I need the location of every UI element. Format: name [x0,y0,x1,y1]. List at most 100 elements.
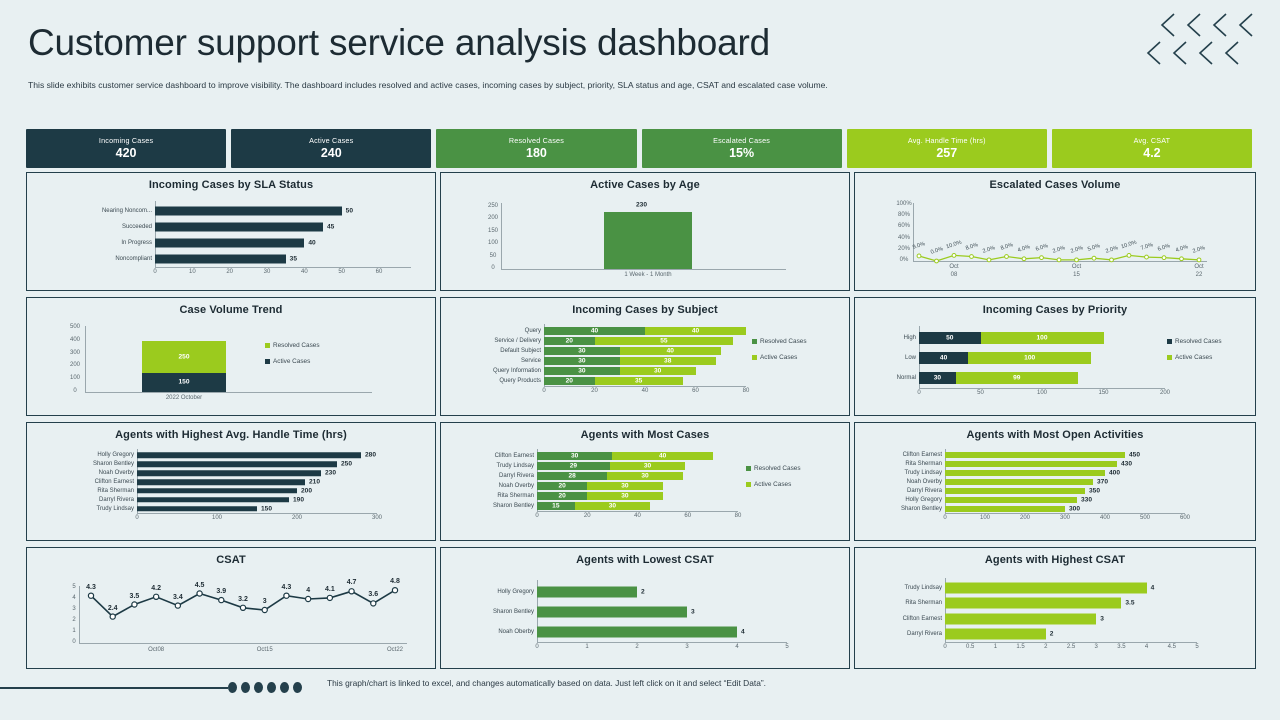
slide-dot[interactable] [267,682,276,693]
legend-label: Active Cases [760,354,798,361]
bar-value-label: 2 [641,588,645,596]
y-tick-label: 400 [69,336,81,343]
y-tick-label: 200 [487,215,499,222]
bar-value-label: 40 [658,452,667,460]
legend-item: Resolved Cases [265,342,320,349]
legend-label: Active Cases [1175,354,1213,361]
point-value-label: 4.2 [151,584,162,592]
y-tick-label: 2 [72,617,76,623]
kpi-value: 4.2 [1143,145,1161,160]
y-tick-label: 0% [899,257,909,263]
panel-agents-highest-avg-handle-time[interactable]: Agents with Highest Avg. Handle Time (hr… [26,422,436,541]
x-tick-label: 0 [153,269,157,275]
x-tick-label: 0 [535,513,539,519]
bar-value-label: 30 [653,367,662,375]
slide-dot[interactable] [254,682,263,693]
x-tick-label: 60 [375,269,383,275]
bar [537,626,737,638]
category-label: Noncompliant [115,256,152,262]
bar [155,222,323,232]
slide-dot[interactable] [280,682,289,693]
point-value-label: 3.9 [216,588,227,596]
bar-value-label: 20 [558,492,566,500]
panel-title: CSAT [216,554,246,566]
x-tick-label: 60 [692,388,699,394]
bar-value-label: 50 [946,334,954,342]
bar-segment [609,462,686,470]
x-tick-label: 1.5 [1016,644,1025,650]
kpi-label: Escalated Cases [713,135,771,145]
bar-value-label: 99 [1013,374,1021,382]
footer-rule [0,687,228,689]
panel-title: Case Volume Trend [179,304,283,316]
legend-swatch [1167,355,1172,360]
kpi-value: 257 [936,145,958,160]
kpi-label: Active Cases [309,135,354,145]
x-tick-label: Oct08 [148,647,165,653]
bar [945,461,1117,468]
bar-value-label: 300 [1069,505,1081,513]
axis-line [137,513,377,514]
axis-line [155,201,156,267]
x-tick-label: 600 [1179,515,1191,521]
bar-value-label: 4 [741,628,745,636]
slide-dot[interactable] [228,682,237,693]
axis-line [945,578,946,642]
category-label: Holly Gregory [97,452,134,459]
bar [945,613,1097,625]
panel-title: Agents with Lowest CSAT [576,554,714,566]
axis-line [913,203,914,261]
category-label: Query Products [499,378,541,384]
category-label: Clifton Earnest [902,615,942,622]
category-label: In Progress [121,240,152,246]
chevron-left-icon [1172,41,1187,65]
legend-swatch [265,359,270,364]
y-tick-label: 0 [72,639,76,645]
bar-value-label: 3 [691,608,695,616]
axis-line [501,203,502,269]
bar-value-label: 20 [565,337,573,345]
bar-value-label: 450 [1129,451,1141,459]
category-label: Service / Delivery [494,338,541,344]
kpi-card[interactable]: Avg. Handle Time (hrs)257 [846,129,1047,168]
chevron-left-icon [1238,13,1253,37]
x-tick-label: 100 [979,515,991,521]
x-tick-label: 300 [1059,515,1071,521]
category-label: Rita Sherman [905,600,942,607]
bar-segment [544,377,595,385]
bar-value-label: 20 [565,377,573,385]
y-tick-label: 5 [72,584,76,590]
bar-value-label: 40 [308,239,316,247]
slide-dot[interactable] [293,682,302,693]
legend-item: Active Cases [1167,354,1222,361]
bar-segment [619,347,721,355]
axis-line [501,269,786,270]
panel-escalated-cases-volume[interactable]: Escalated Cases Volume 0%20%40%60%80%100… [854,172,1256,291]
bar-value-label: 35 [635,377,643,385]
axis-line [85,326,86,392]
category-label: Clifton Earnest [94,479,134,485]
bar-value-label: 45 [327,223,335,231]
category-label: Noah Overby [498,483,534,489]
slide-dot[interactable] [241,682,250,693]
point-value-label: 4.5 [194,581,205,589]
bar-value-label: 30 [933,374,942,382]
bar-value-label: 28 [568,472,576,480]
